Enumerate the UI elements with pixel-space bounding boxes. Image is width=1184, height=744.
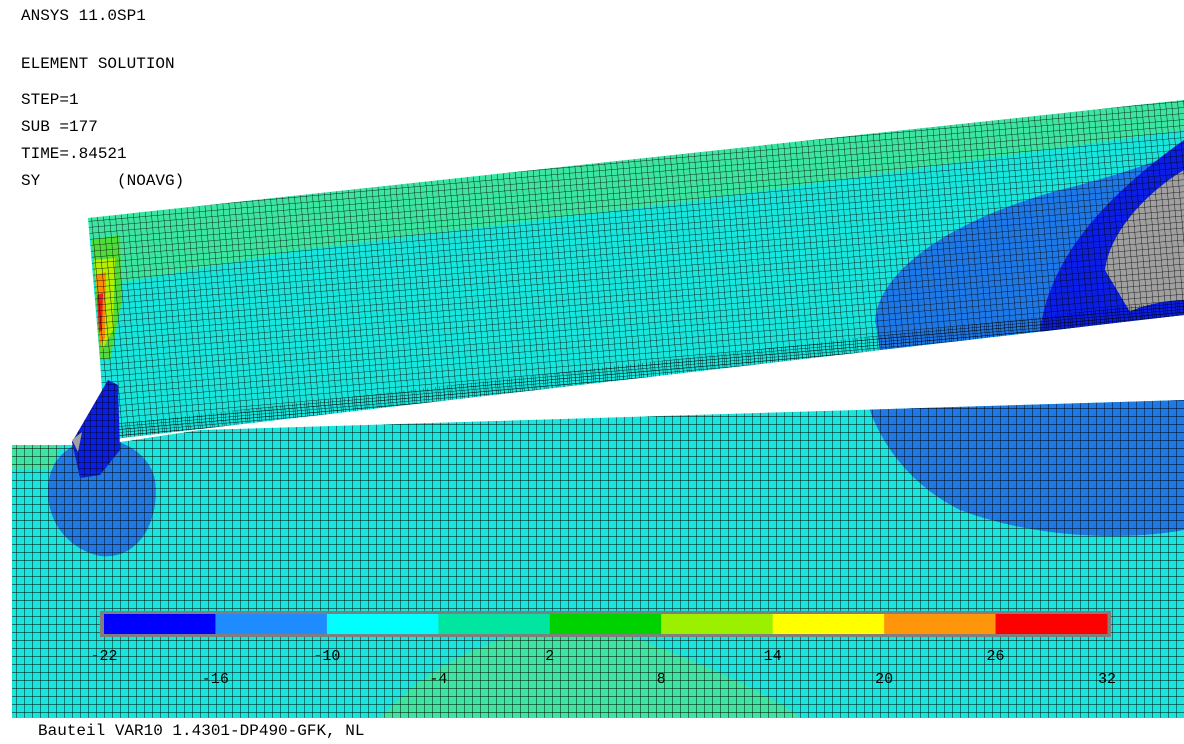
step-label: STEP=1 <box>21 91 79 109</box>
weld-fillet <box>72 380 120 478</box>
legend-swatches <box>104 614 1108 634</box>
weld-fillet-gray <box>72 432 82 452</box>
legend-tick-label: 14 <box>764 648 782 665</box>
color-legend: -22 -16 -10 -4 2 8 14 20 26 32 <box>90 611 1116 688</box>
legend-swatch <box>884 614 997 634</box>
legend-tick-label: 2 <box>545 648 554 665</box>
legend-tick-label: -10 <box>313 648 340 665</box>
solution-type: ELEMENT SOLUTION <box>21 55 175 73</box>
legend-swatch <box>549 614 662 634</box>
legend-swatch <box>326 614 439 634</box>
time-label: TIME=.84521 <box>21 145 127 163</box>
legend-tick-labels: -22 -16 -10 -4 2 8 14 20 26 32 <box>90 648 1116 688</box>
legend-tick-label: 32 <box>1098 671 1116 688</box>
legend-swatch <box>661 614 774 634</box>
legend-tick-label: 26 <box>987 648 1005 665</box>
substep-label: SUB =177 <box>21 118 98 136</box>
plate-mesh <box>88 100 1184 440</box>
legend-tick-label: -4 <box>429 671 447 688</box>
legend-tick-label: 8 <box>657 671 666 688</box>
result-item-label: SY (NOAVG) <box>21 172 185 190</box>
weld-fillet-mesh <box>72 380 120 478</box>
legend-swatch <box>104 614 216 634</box>
legend-tick-label: 20 <box>875 671 893 688</box>
model-caption: Bauteil VAR10 1.4301-DP490-GFK, NL <box>38 722 365 740</box>
legend-swatch <box>772 614 885 634</box>
legend-tick-label: -16 <box>202 671 229 688</box>
legend-tick-label: -22 <box>90 648 117 665</box>
program-version: ANSYS 11.0SP1 <box>21 7 146 25</box>
legend-swatch <box>215 614 328 634</box>
base-plate-mesh <box>12 400 1184 718</box>
base-plate <box>12 400 1184 718</box>
legend-swatch <box>995 614 1108 634</box>
inclined-plate <box>88 100 1184 440</box>
legend-swatch <box>438 614 551 634</box>
